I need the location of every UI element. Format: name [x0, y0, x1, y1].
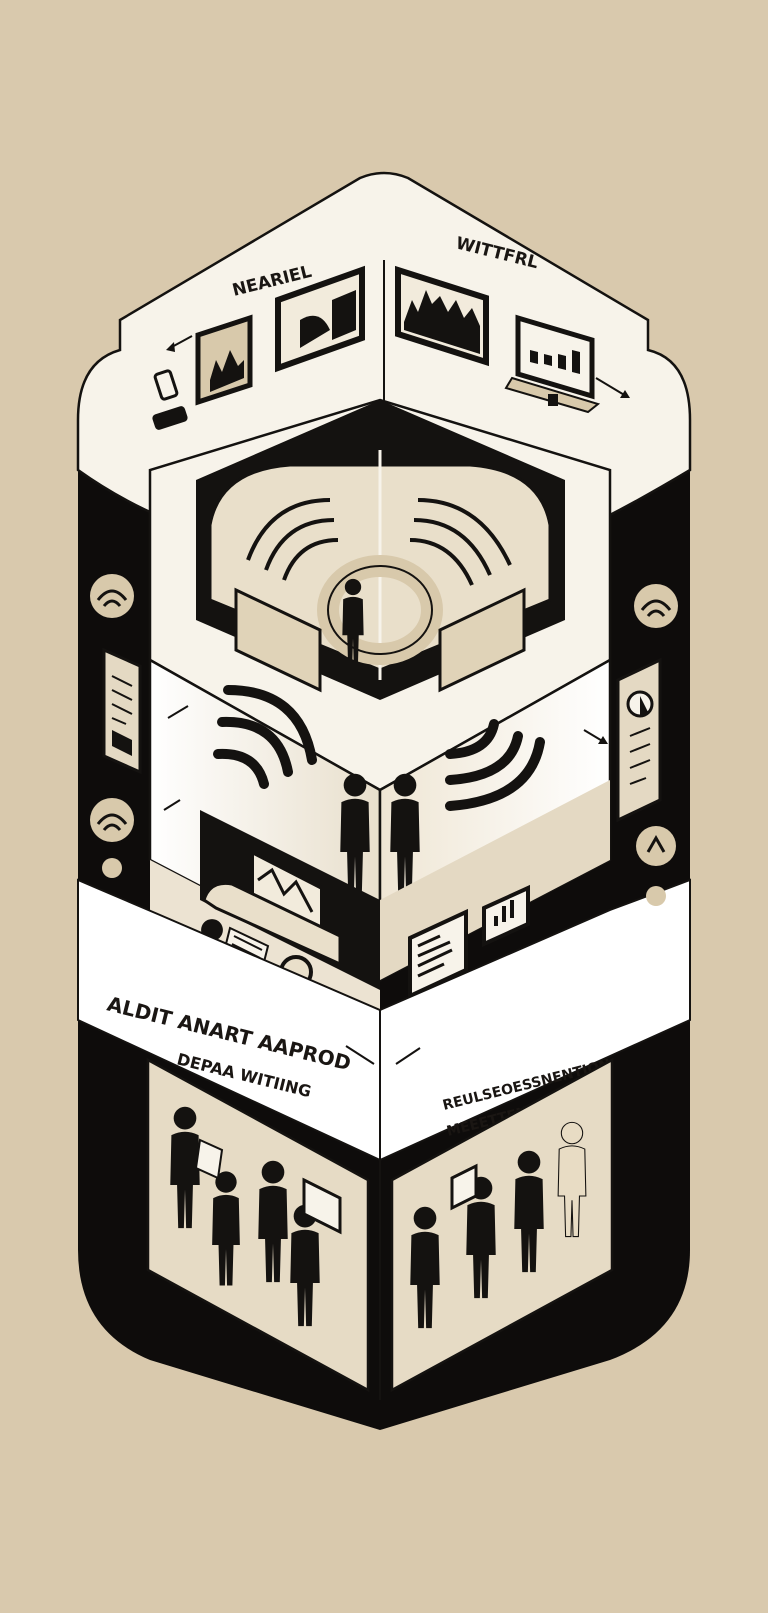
- left-side-ornaments: [90, 574, 142, 878]
- document-icon: [112, 730, 132, 756]
- monitor-icon: [275, 265, 365, 373]
- wifi-icon: [213, 685, 317, 789]
- bottom-left-panel: [146, 1057, 370, 1393]
- bottom-right-panel: [390, 1057, 614, 1393]
- document-icon: [194, 1138, 342, 1235]
- monitor-icon: [504, 314, 601, 414]
- label-band: ALDIT ANART AAPROD DEPAA WITIING REULSEO…: [77, 878, 691, 1162]
- chart-icon: [408, 884, 530, 1000]
- document-icon: [450, 1163, 478, 1211]
- clock-icon: [626, 690, 654, 718]
- wifi-icon: [409, 498, 512, 586]
- wifi-icon: [640, 599, 672, 617]
- arrow-icon: [166, 335, 193, 352]
- monitor-icon: [395, 265, 489, 367]
- arrow-icon: [595, 377, 630, 398]
- wifi-icon: [96, 589, 128, 607]
- wifi-icon: [246, 498, 339, 581]
- right-side-ornaments: [616, 584, 678, 906]
- monitor-icon: [195, 314, 253, 406]
- phone-icon: [152, 406, 188, 430]
- wifi-icon: [96, 813, 128, 831]
- arrow-icon: [345, 1045, 421, 1065]
- wifi-icon: [445, 719, 545, 811]
- phone-icon: [153, 369, 179, 401]
